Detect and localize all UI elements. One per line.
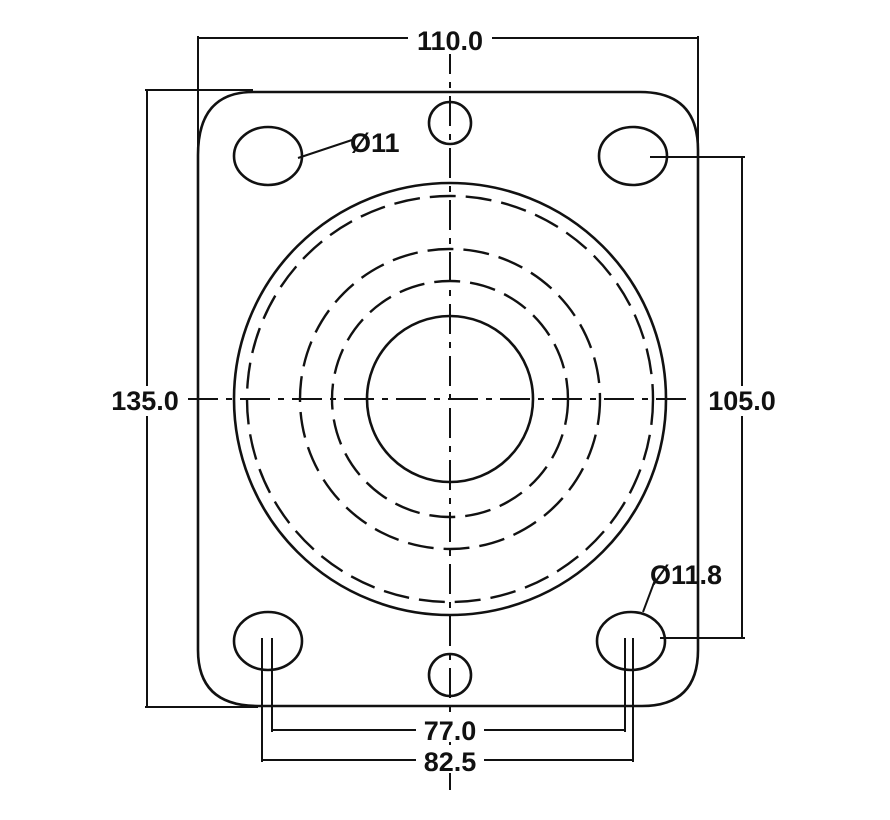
bore-circle [365, 314, 535, 484]
dimension-spacing-inner: 77.0 [271, 638, 626, 746]
bottom-pin-hole [427, 652, 473, 698]
mounting-hole-bottom-left [232, 610, 304, 672]
dimension-height-left-label: 135.0 [111, 386, 179, 416]
leader-hole-diameter-bottom: Ø11.8 [642, 560, 722, 613]
dimension-spacing-inner-label: 77.0 [424, 716, 477, 746]
leader-hole-diameter-top: Ø11 [297, 128, 400, 159]
plate-outline [196, 90, 700, 708]
mounting-hole-bottom-right [595, 610, 667, 672]
housing-dashed-circle-1 [245, 194, 655, 604]
dimension-spacing-outer: 82.5 [261, 638, 634, 777]
housing-outer-circle [232, 181, 668, 617]
dimension-height-right: 105.0 [650, 156, 782, 639]
top-pin-hole [427, 100, 473, 146]
dimension-height-right-label: 105.0 [708, 386, 776, 416]
dimension-spacing-outer-label: 82.5 [424, 747, 477, 777]
hole-diameter-top-label: Ø11 [350, 128, 400, 158]
mounting-hole-top-left [232, 125, 304, 187]
dimension-width-top: 110.0 [197, 24, 699, 155]
hole-diameter-bottom-label: Ø11.8 [650, 560, 722, 590]
housing-dashed-circle-2 [298, 247, 602, 551]
dimension-width-top-label: 110.0 [417, 26, 483, 56]
housing-dashed-circle-3 [330, 279, 570, 519]
dimension-height-left: 135.0 [104, 89, 258, 708]
